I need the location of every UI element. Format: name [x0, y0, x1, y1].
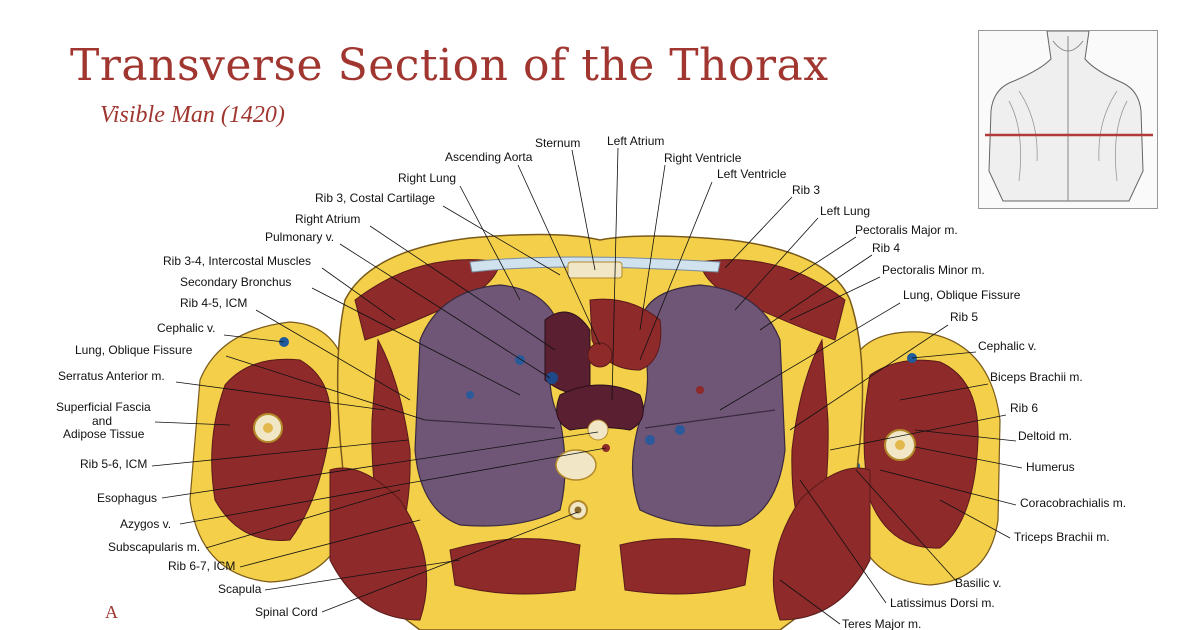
- label-sternum: Sternum: [535, 136, 580, 150]
- thorax-section: [329, 233, 871, 630]
- neck-lines: [1052, 40, 1084, 52]
- label-spinal-cord: Spinal Cord: [255, 605, 318, 619]
- arm-muscle-right: [863, 359, 979, 549]
- label-rib6: Rib 6: [1010, 401, 1038, 415]
- label-superficial-fascia-1: Superficial Fascia: [56, 400, 151, 414]
- back-muscle-left: [619, 538, 751, 595]
- label-rib34-intercostal: Rib 3-4, Intercostal Muscles: [163, 254, 311, 268]
- torso-outline: [988, 30, 1144, 202]
- label-pectoralis-major: Pectoralis Major m.: [855, 223, 958, 237]
- label-azygos: Azygos v.: [120, 517, 171, 531]
- page-title: Transverse Section of the Thorax: [70, 40, 829, 91]
- vessel-3: [675, 425, 685, 435]
- label-subscapularis: Subscapularis m.: [108, 540, 200, 554]
- subscapularis-left: [772, 467, 871, 621]
- vertebral-body: [555, 449, 597, 481]
- label-superficial-fascia-3: Adipose Tissue: [63, 427, 145, 441]
- label-rib4: Rib 4: [872, 241, 900, 255]
- ascending-aorta: [587, 342, 613, 368]
- pulmonary-vein-marker: [546, 372, 558, 384]
- label-left-atrium: Left Atrium: [607, 134, 664, 148]
- humerus-marrow-left: [263, 423, 273, 433]
- right-arm-section: [849, 331, 1001, 586]
- left-atrium: [556, 384, 644, 431]
- label-rib3-costal: Rib 3, Costal Cartilage: [315, 191, 435, 205]
- label-latissimus-dorsi: Latissimus Dorsi m.: [890, 596, 995, 610]
- subscapularis-right: [329, 467, 428, 621]
- humerus-marrow-right: [895, 440, 905, 450]
- left-oblique-fissure: [644, 409, 776, 429]
- label-rib45-icm: Rib 4-5, ICM: [180, 296, 247, 310]
- label-rib3: Rib 3: [792, 183, 820, 197]
- label-teres-major: Teres Major m.: [842, 617, 921, 630]
- label-right-lung: Right Lung: [398, 171, 456, 185]
- label-right-atrium: Right Atrium: [295, 212, 360, 226]
- label-left-ventricle: Left Ventricle: [717, 167, 787, 181]
- label-pulmonary-v: Pulmonary v.: [265, 230, 334, 244]
- label-basilic-v: Basilic v.: [955, 576, 1001, 590]
- vessel-2: [466, 391, 474, 399]
- label-rib56-icm: Rib 5-6, ICM: [80, 457, 147, 471]
- label-left-lung: Left Lung: [820, 204, 870, 218]
- label-coracobrachialis: Coracobrachialis m.: [1020, 496, 1126, 510]
- right-lung: [414, 284, 566, 527]
- label-triceps-brachii: Triceps Brachii m.: [1014, 530, 1110, 544]
- labels: Sternum Left Atrium Ascending Aorta Righ…: [56, 134, 1126, 630]
- label-rib67-icm: Rib 6-7, ICM: [168, 559, 235, 573]
- page-subtitle: Visible Man (1420): [100, 102, 285, 128]
- label-superficial-fascia-2: and: [92, 414, 112, 428]
- back-muscle-right: [449, 538, 581, 595]
- label-esophagus: Esophagus: [97, 491, 157, 505]
- label-humerus: Humerus: [1026, 460, 1075, 474]
- inset-back-figure: [978, 30, 1158, 209]
- muscle-sketch-lines: [1008, 90, 1128, 182]
- left-arm-section: [189, 321, 351, 583]
- label-secondary-bronchus: Secondary Bronchus: [180, 275, 291, 289]
- label-lung-oblique-fissure-right: Lung, Oblique Fissure: [75, 343, 193, 357]
- vessel-5: [696, 386, 704, 394]
- label-cephalic-v-left: Cephalic v.: [157, 321, 215, 335]
- back-sketch: [985, 30, 1153, 202]
- label-rib5: Rib 5: [950, 310, 978, 324]
- leader-lines: [151, 147, 1023, 625]
- right-oblique-fissure: [424, 419, 556, 429]
- label-ascending-aorta: Ascending Aorta: [445, 150, 533, 164]
- label-lung-oblique-fissure-left: Lung, Oblique Fissure: [903, 288, 1021, 302]
- figure-letter: A: [105, 602, 118, 622]
- label-scapula: Scapula: [218, 582, 262, 596]
- pectoralis-left-side: [699, 259, 846, 341]
- arm-muscle-left: [211, 358, 332, 541]
- vessel-4: [645, 435, 655, 445]
- esophagus-marker: [587, 419, 609, 441]
- spinal-canal: [574, 506, 582, 514]
- label-right-ventricle: Right Ventricle: [664, 151, 742, 165]
- label-biceps-brachii: Biceps Brachii m.: [990, 370, 1083, 384]
- label-pectoralis-minor: Pectoralis Minor m.: [882, 263, 985, 277]
- label-cephalic-v-right: Cephalic v.: [978, 339, 1036, 353]
- label-deltoid: Deltoid m.: [1018, 429, 1072, 443]
- label-serratus-anterior: Serratus Anterior m.: [58, 369, 165, 383]
